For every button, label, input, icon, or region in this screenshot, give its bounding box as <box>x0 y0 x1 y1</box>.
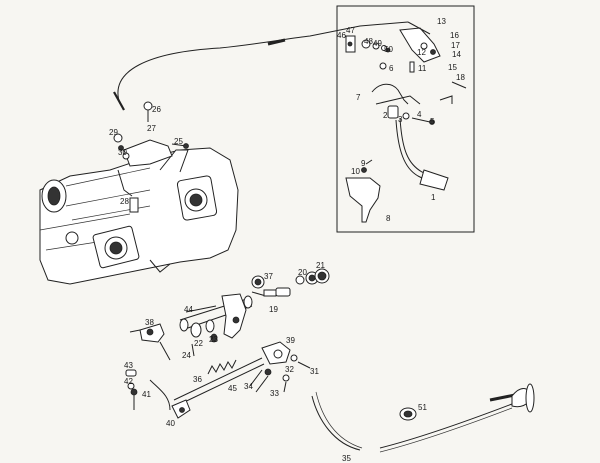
callout-label-5: 5 <box>430 117 435 126</box>
callout-label-19: 19 <box>269 305 278 314</box>
callout-label-4: 4 <box>417 110 422 119</box>
pedal-bracket-top <box>345 35 391 53</box>
callout-label-8: 8 <box>386 214 391 223</box>
left-small-parts <box>125 369 191 419</box>
callout-label-15: 15 <box>448 63 457 72</box>
callout-label-7: 7 <box>356 93 361 102</box>
callout-label-6: 6 <box>389 64 394 73</box>
callout-label-43: 43 <box>124 361 133 370</box>
callout-label-9: 9 <box>361 159 366 168</box>
callout-label-37: 37 <box>264 272 273 281</box>
callout-label-26: 26 <box>152 105 161 114</box>
callout-label-29: 29 <box>109 128 118 137</box>
carburettor-manifold <box>39 147 239 285</box>
callout-label-14: 14 <box>452 50 461 59</box>
callout-label-17: 17 <box>451 41 460 50</box>
callout-label-31: 31 <box>310 367 319 376</box>
callout-label-50: 50 <box>384 45 393 54</box>
callout-label-16: 16 <box>450 31 459 40</box>
callout-label-22: 22 <box>194 339 203 348</box>
callout-label-32: 32 <box>285 365 294 374</box>
bushes-washers <box>190 319 218 357</box>
cable-end-fitting <box>113 91 125 111</box>
callout-label-3: 3 <box>398 115 403 124</box>
callout-label-1: 1 <box>431 193 436 202</box>
callout-label-48: 48 <box>364 37 373 46</box>
callout-label-51: 51 <box>418 403 427 412</box>
callout-label-44: 44 <box>184 305 193 314</box>
callout-label-38: 38 <box>145 318 154 327</box>
callout-label-41: 41 <box>142 390 151 399</box>
cable-clamp-assembly <box>399 21 467 89</box>
throttle-linkage-upper <box>113 101 189 167</box>
callout-label-35: 35 <box>342 454 351 463</box>
callout-label-18: 18 <box>456 73 465 82</box>
callout-label-12: 12 <box>417 48 426 57</box>
callout-label-13: 13 <box>437 17 446 26</box>
callout-label-27: 27 <box>147 124 156 133</box>
callout-label-25: 25 <box>174 137 183 146</box>
callout-label-46: 46 <box>337 31 346 40</box>
callout-label-36: 36 <box>193 375 202 384</box>
return-spring <box>207 359 237 375</box>
callout-label-45: 45 <box>228 384 237 393</box>
inset-frame <box>336 5 475 233</box>
lower-rod <box>173 357 272 407</box>
callout-label-40: 40 <box>166 419 175 428</box>
callout-label-39: 39 <box>286 336 295 345</box>
callout-label-10: 10 <box>351 167 360 176</box>
callout-label-30: 30 <box>118 148 127 157</box>
callout-label-24: 24 <box>182 351 191 360</box>
callout-label-21: 21 <box>316 261 325 270</box>
callout-label-33: 33 <box>270 389 279 398</box>
callout-label-20: 20 <box>298 268 307 277</box>
cable-sleeve <box>267 38 286 46</box>
callout-label-23: 23 <box>209 335 218 344</box>
callout-label-2: 2 <box>383 111 388 120</box>
choke-cable <box>311 383 535 453</box>
callout-label-11: 11 <box>418 64 427 73</box>
pedal-stop-bracket <box>345 159 381 223</box>
linkage-rod-44 <box>185 305 217 313</box>
callout-label-34: 34 <box>244 382 253 391</box>
throttle-cable <box>117 21 409 105</box>
relay-lever-left <box>129 323 171 361</box>
callout-label-49: 49 <box>373 39 382 48</box>
pivot-bracket <box>251 268 330 297</box>
callout-label-28: 28 <box>120 197 129 206</box>
accelerator-pedal <box>371 62 453 191</box>
callout-label-42: 42 <box>124 377 133 386</box>
relay-lever-right <box>261 341 311 393</box>
callout-label-47: 47 <box>346 26 355 35</box>
